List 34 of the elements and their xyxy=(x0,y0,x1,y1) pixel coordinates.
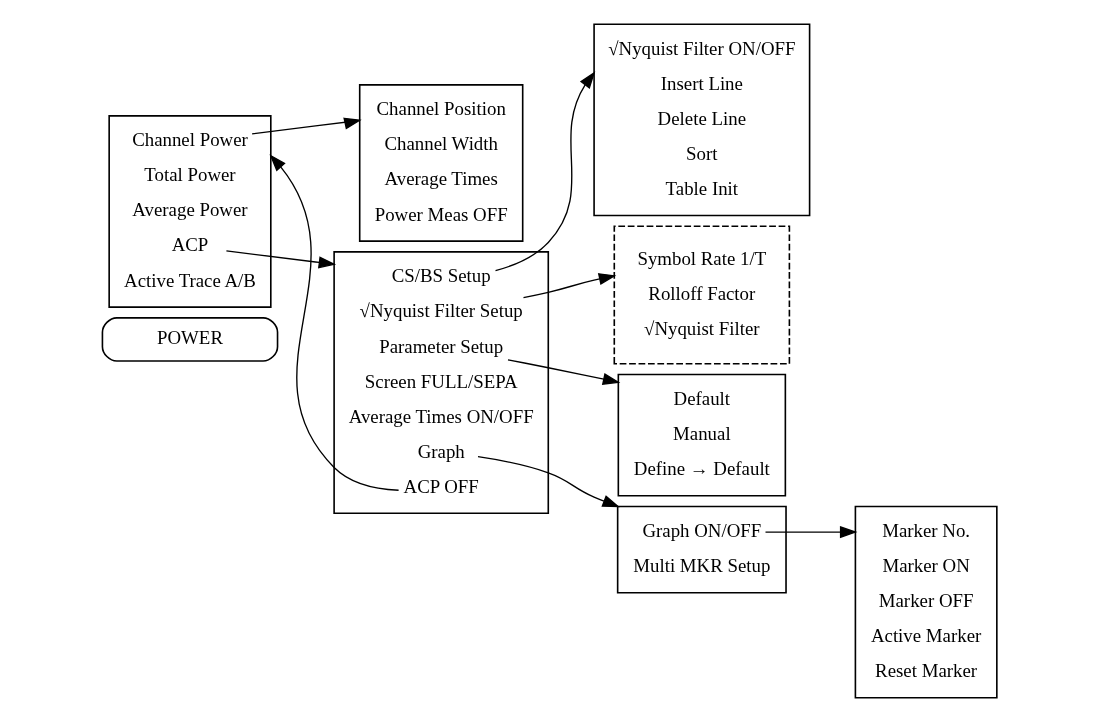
node-text: √Nyquist Filter ON/OFF xyxy=(607,37,795,59)
node-text: Rolloff Factor xyxy=(647,282,755,304)
node-text: Define → Default xyxy=(633,458,770,480)
node-text: Graph ON/OFF xyxy=(641,520,761,542)
node-text: Channel Power xyxy=(131,129,248,151)
node-text: Graph xyxy=(417,440,465,462)
node-text: Channel Position xyxy=(376,98,506,120)
node-text: Average Times ON/OFF xyxy=(348,405,534,427)
node-text: Screen FULL/SEPA xyxy=(364,370,518,392)
node-text: Delete Line xyxy=(657,107,746,129)
node-text: Active Marker xyxy=(870,625,981,647)
node-text: √Nyquist Filter xyxy=(643,318,760,339)
node-text: √Nyquist Filter Setup xyxy=(359,300,523,322)
node-text: Symbol Rate 1/T xyxy=(636,247,766,269)
node-text: Reset Marker xyxy=(874,660,977,682)
node-text: Marker ON xyxy=(881,555,970,577)
node-text: Sort xyxy=(685,142,718,164)
node-text: CS/BS Setup xyxy=(391,265,491,287)
node-text: Power Meas OFF xyxy=(374,203,508,225)
node-text: Marker No. xyxy=(881,520,970,542)
node-text: Total Power xyxy=(143,164,236,186)
node-text: Active Trace A/B xyxy=(123,269,256,291)
node-text: ACP xyxy=(171,234,208,256)
node-text: Channel Width xyxy=(383,133,498,155)
node-text: Manual xyxy=(672,423,731,445)
node-text: ACP OFF xyxy=(403,475,479,497)
node-text: Parameter Setup xyxy=(378,335,503,357)
node-text: Average Times xyxy=(384,168,498,190)
node-text: Default xyxy=(673,388,730,410)
node-text: Multi MKR Setup xyxy=(632,555,770,577)
node-text: Average Power xyxy=(131,199,248,221)
node-text: Marker OFF xyxy=(878,590,973,612)
node-text: Table Init xyxy=(665,177,738,199)
node-text: Insert Line xyxy=(660,72,743,94)
